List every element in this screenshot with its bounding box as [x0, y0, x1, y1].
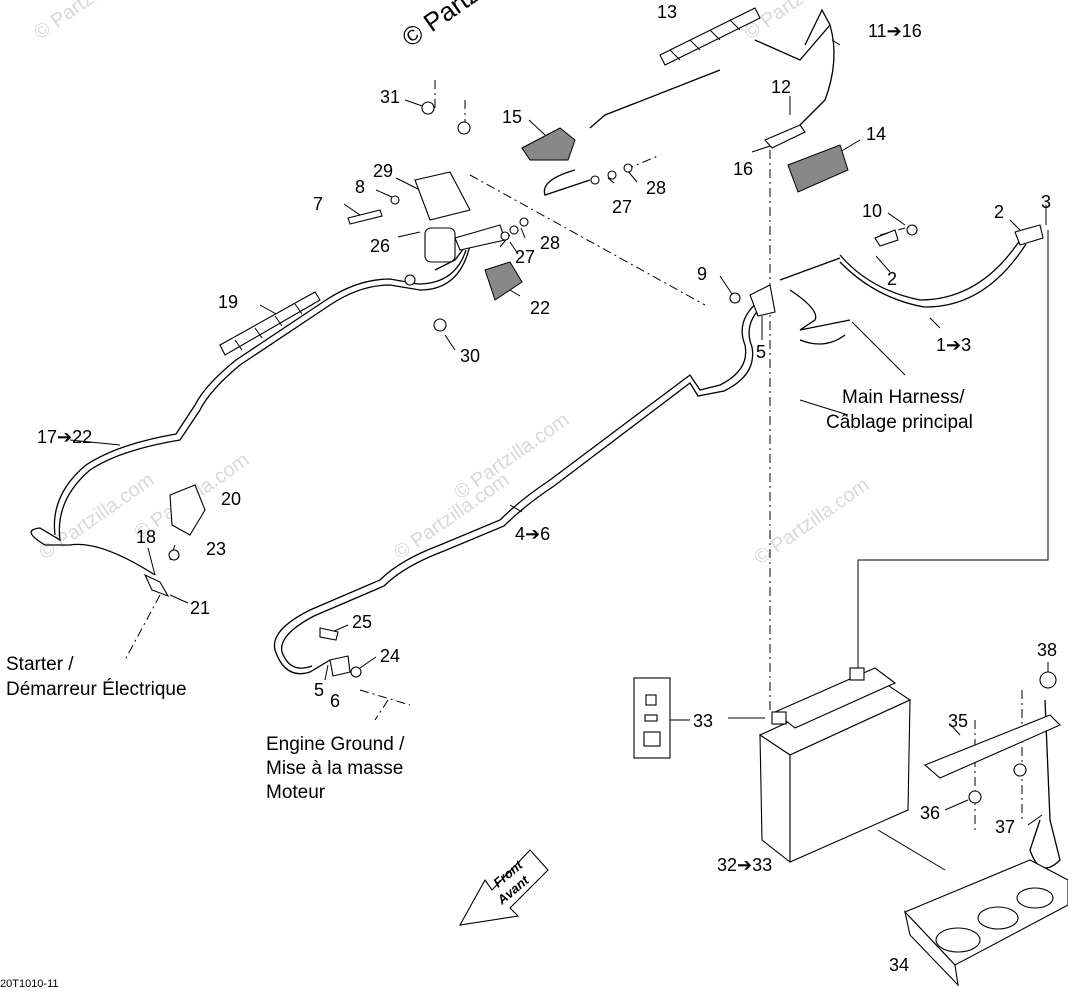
callouts: 13 11➔16 12 14 16 31 15 29 8 7 28 27 26 …	[37, 2, 1057, 975]
callout-35: 35	[948, 711, 968, 731]
callout-14: 14	[866, 124, 886, 144]
terminal-boot-icon	[169, 484, 206, 536]
hardware	[143, 124, 1057, 804]
callout-18: 18	[136, 527, 156, 547]
battery-bracket-35	[923, 714, 1061, 779]
watermark-faint: © Partzilla.com	[450, 409, 573, 504]
terminal-boot-icon	[484, 261, 523, 301]
conduit-19	[219, 291, 321, 356]
watermark-primary: © Partzilla	[396, 0, 511, 53]
callout-3: 3	[1041, 192, 1051, 212]
watermark-faint: © Partzilla.com	[750, 474, 873, 569]
leader-lines	[69, 39, 1049, 956]
callout-6: 6	[330, 691, 340, 711]
battery-tray-icon	[904, 859, 1068, 987]
callout-23: 23	[206, 539, 226, 559]
guide-lines	[124, 80, 1023, 830]
callout-9: 9	[697, 264, 707, 284]
callout-5a: 5	[756, 342, 766, 362]
callout-10: 10	[862, 201, 882, 221]
battery-icon	[758, 667, 912, 864]
front-direction-arrow-icon: Front Avant	[458, 849, 549, 926]
watermark-faint: © Partzilla.com	[35, 469, 158, 564]
callout-15: 15	[502, 107, 522, 127]
main-harness-label: Main Harness/	[842, 387, 965, 408]
callout-34: 34	[889, 955, 909, 975]
callout-2b: 2	[887, 269, 897, 289]
engine-ground-label: Engine Ground /	[266, 734, 405, 755]
callout-27b: 27	[515, 247, 535, 267]
callout-13: 13	[657, 2, 677, 22]
hardware-kit-icon	[633, 677, 671, 759]
callout-8: 8	[355, 177, 365, 197]
callout-30: 30	[460, 346, 480, 366]
callout-12: 12	[771, 77, 791, 97]
callout-36: 36	[920, 803, 940, 823]
engine-ground-label-fr: Mise à la masse	[266, 758, 403, 779]
callout-27a: 27	[612, 197, 632, 217]
callout-21: 21	[190, 598, 210, 618]
terminal-boot-icon	[787, 144, 849, 193]
starter-label: Starter /	[6, 654, 74, 675]
callout-20: 20	[221, 489, 241, 509]
callout-17-22: 17➔22	[37, 427, 92, 447]
callout-16: 16	[733, 159, 753, 179]
engine-ground-label-fr2: Moteur	[266, 782, 326, 803]
callout-24: 24	[380, 646, 400, 666]
callout-29: 29	[373, 161, 393, 181]
callout-11-16: 11➔16	[868, 21, 922, 41]
callout-25: 25	[352, 612, 372, 632]
watermarks: © Partzilla.com © Partzilla.com © Partzi…	[30, 0, 873, 569]
figure-code: 20T1010-11	[0, 978, 59, 990]
watermark-faint: © Partzilla.com	[30, 0, 153, 44]
starter-label-fr: Démarreur Électrique	[6, 679, 187, 700]
callout-4-6: 4➔6	[515, 524, 550, 544]
conduit-13	[659, 7, 761, 66]
callout-28b: 28	[540, 233, 560, 253]
callout-33: 33	[693, 711, 713, 731]
solenoid-icon	[404, 101, 506, 332]
cables	[30, 8, 1027, 675]
callout-22: 22	[530, 298, 550, 318]
terminal-boot-icon	[521, 127, 576, 161]
callout-1-3: 1➔3	[936, 335, 971, 355]
main-harness-label-fr: Câblage principal	[826, 412, 973, 433]
callout-31: 31	[380, 87, 400, 107]
watermark-faint: © Partzilla.com	[740, 0, 863, 44]
callout-26: 26	[370, 236, 390, 256]
callout-19: 19	[218, 292, 238, 312]
callout-5b: 5	[314, 680, 324, 700]
callout-37: 37	[995, 817, 1015, 837]
notes: Main Harness/ Câblage principal Starter …	[6, 387, 973, 803]
callout-7: 7	[313, 194, 323, 214]
callout-28a: 28	[646, 178, 666, 198]
callout-2a: 2	[994, 202, 1004, 222]
callout-38: 38	[1037, 640, 1057, 660]
callout-32-33: 32➔33	[717, 855, 772, 875]
watermark-faint: © Partzilla.com	[390, 469, 513, 564]
